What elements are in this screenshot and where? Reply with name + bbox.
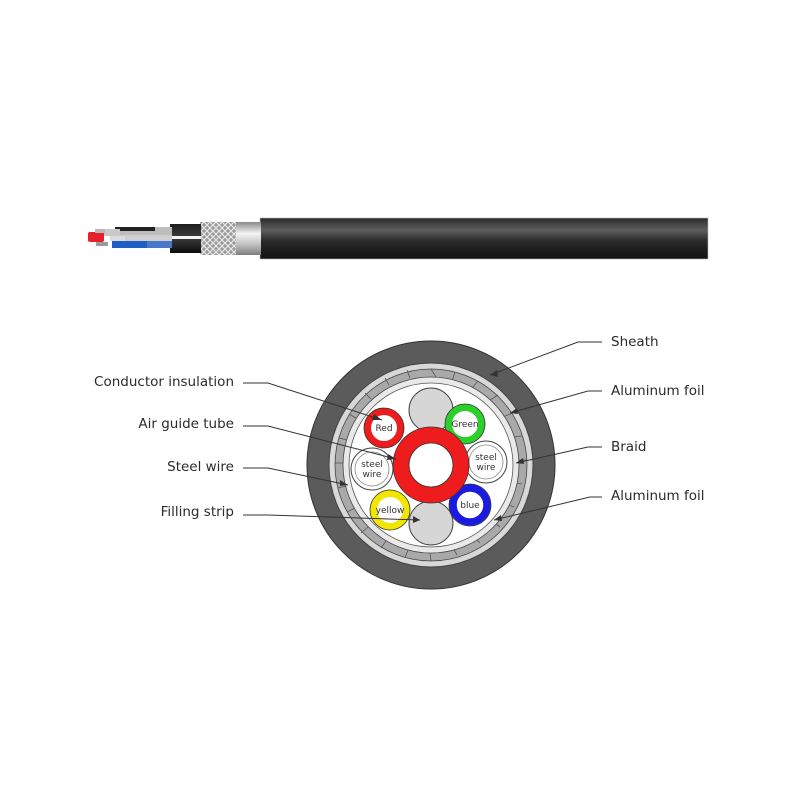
label-braid: Braid — [611, 439, 647, 455]
core-blue — [449, 484, 491, 526]
label-conductor-insulation: Conductor insulation — [94, 374, 234, 390]
label-filling-strip: Filling strip — [160, 504, 234, 520]
label-sheath: Sheath — [611, 334, 659, 350]
filling-strip-bottom — [408, 500, 454, 546]
core-label-green: Green — [451, 420, 478, 430]
label-aluminum-foil-inner: Aluminum foil — [611, 488, 705, 504]
core-label-steel-left-1: steel — [361, 460, 383, 470]
cable-side-view — [88, 217, 709, 260]
conductors-bundle — [100, 227, 172, 248]
label-air-guide-tube: Air guide tube — [138, 416, 234, 432]
core-label-steel-right-1: steel — [475, 453, 497, 463]
core-label-blue: blue — [460, 501, 480, 511]
red-conductor-tip — [88, 232, 104, 242]
leader-lines — [243, 341, 602, 521]
outer-sheath — [259, 217, 709, 260]
label-aluminum-foil-outer: Aluminum foil — [611, 383, 705, 399]
label-steel-wire: Steel wire — [167, 459, 234, 475]
braid-side — [200, 222, 236, 255]
aluminum-foil-side — [235, 222, 261, 255]
air-guide-tube — [393, 427, 469, 503]
leader-arrowheads — [340, 370, 524, 523]
cable-cross-section: Red Green steel wire steel wire yellow b… — [306, 340, 556, 590]
core-label-yellow: yellow — [376, 506, 405, 516]
core-green — [445, 404, 485, 444]
core-label-steel-right-2: wire — [477, 463, 496, 473]
core-label-steel-left-2: wire — [363, 470, 382, 480]
core-label-red: Red — [375, 424, 392, 434]
